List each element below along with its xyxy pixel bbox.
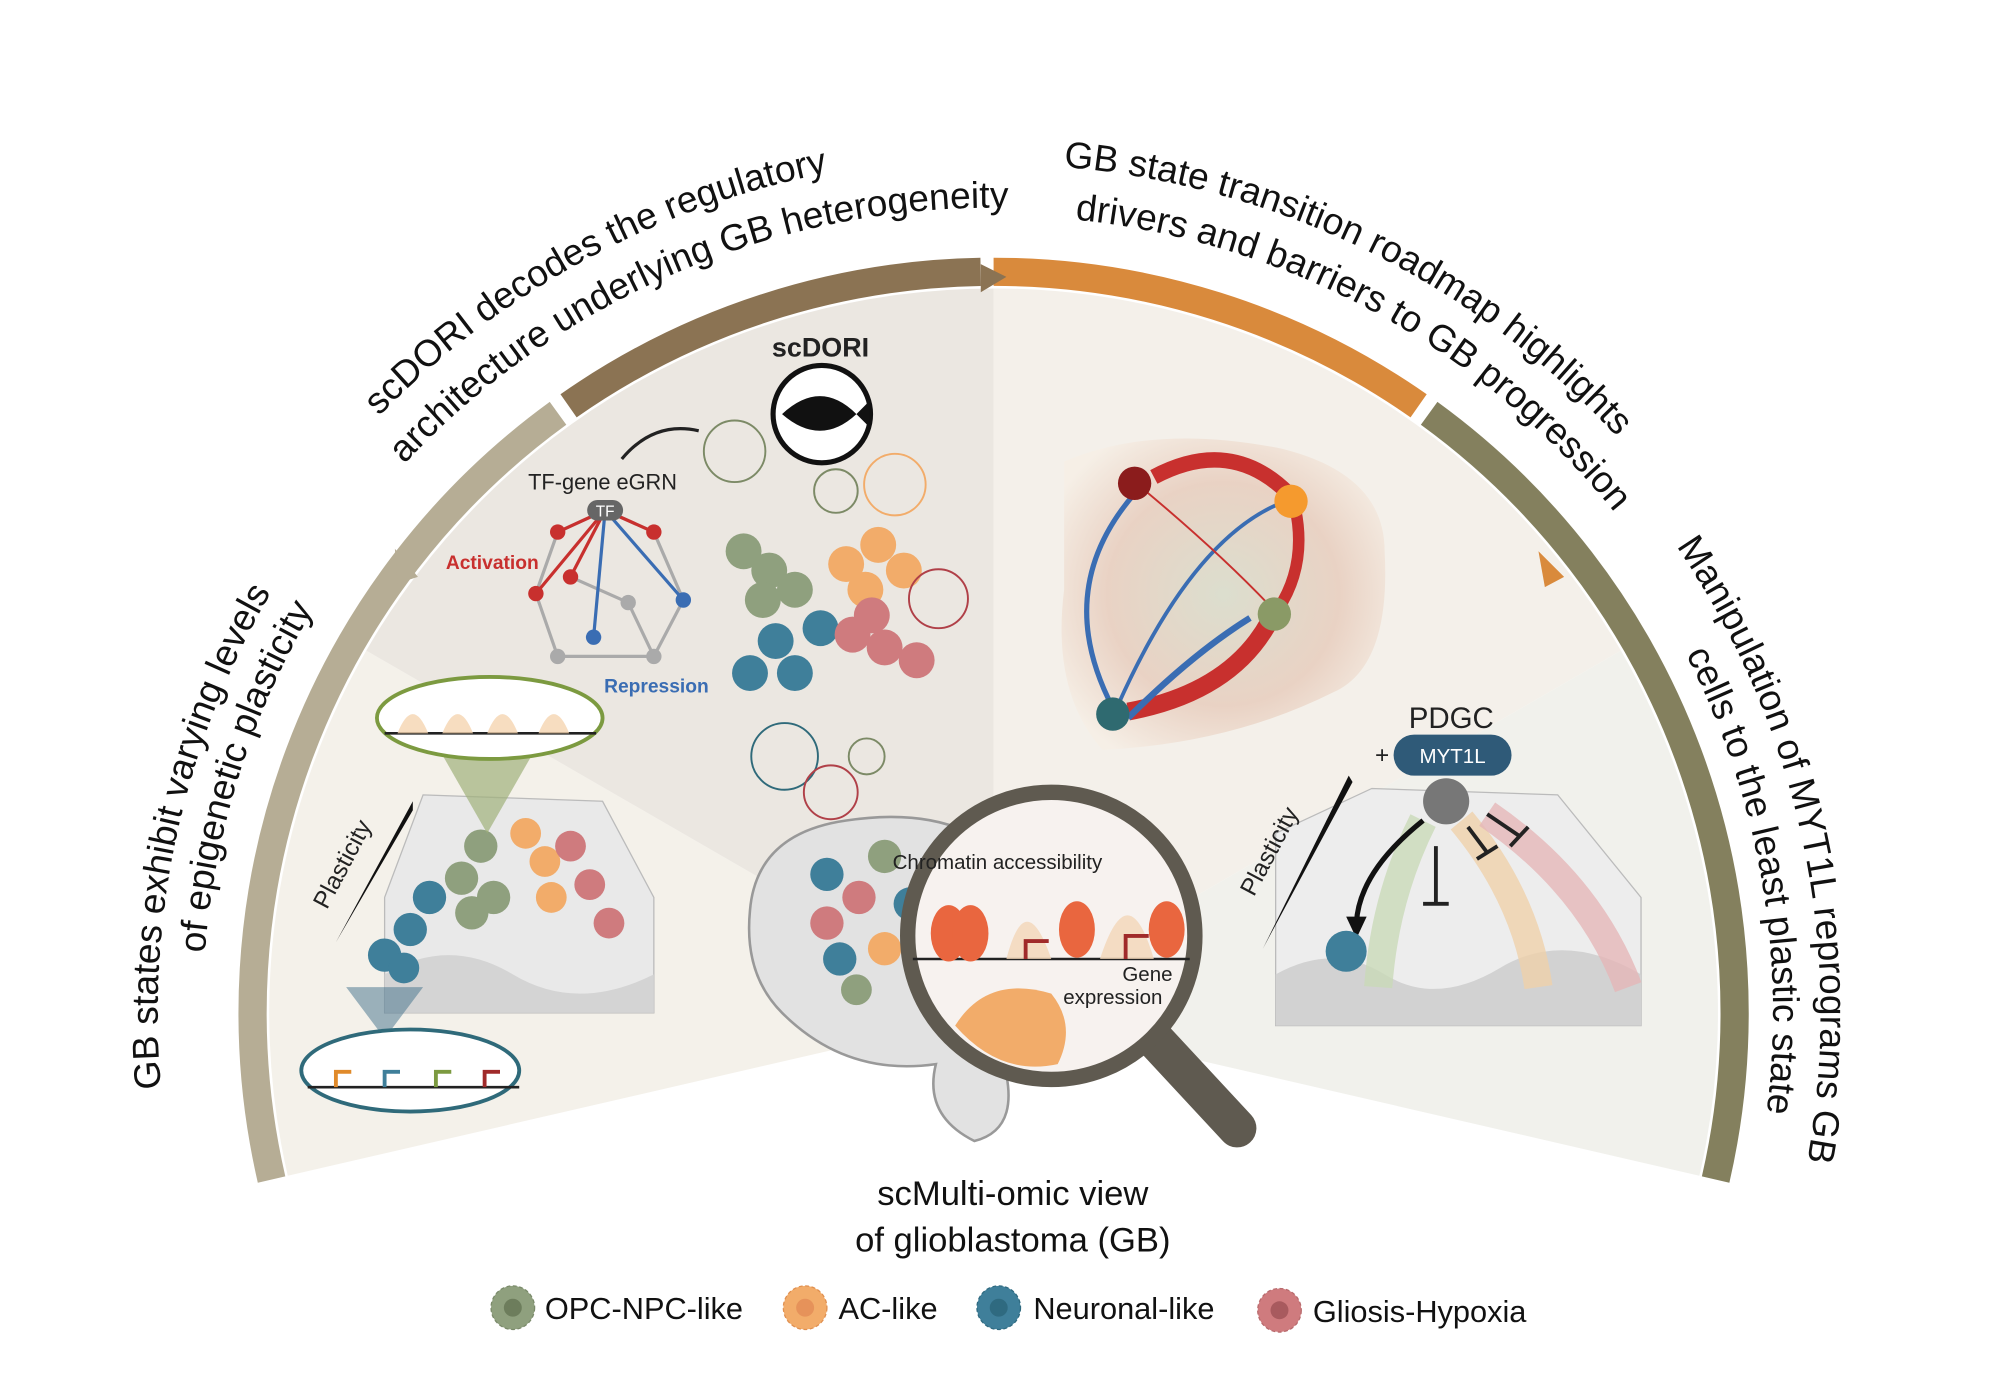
- ring-segment-top-right: [993, 257, 1427, 418]
- legend-label: AC-like: [838, 1291, 937, 1326]
- repression-label: Repression: [604, 676, 709, 697]
- state-embedding-map: [1061, 438, 1386, 750]
- legend-item-opc-npc: OPC-NPC-like: [490, 1285, 743, 1331]
- cell-cluster-neuronal: [367, 880, 447, 984]
- myt1l-badge: [1393, 734, 1512, 776]
- closed-chromatin-inset: [299, 1027, 522, 1114]
- legend-item-gliosis-hypoxia: Gliosis-Hypoxia: [1257, 1287, 1527, 1333]
- plasticity-landscape-left: Plasticity: [299, 675, 655, 1114]
- magnifier-handle: [1134, 1019, 1257, 1148]
- cell-cluster-gliosis: [555, 830, 625, 939]
- legend-label: Gliosis-Hypoxia: [1313, 1294, 1527, 1329]
- legend-item-neuronal: Neuronal-like: [976, 1285, 1215, 1331]
- ring-segment-top-left: [560, 257, 981, 418]
- cell-state-clusters: [725, 526, 935, 692]
- brain-magnifier: Chromatin accessibility Gene expression: [747, 784, 1257, 1148]
- cell-cluster-ac: [510, 817, 567, 913]
- scdori-panel: scDORI TF-gene eGRN TF Activation Repres…: [446, 332, 969, 821]
- pdgc-label: PDGC: [1409, 702, 1494, 735]
- center-title-line1: scMulti-omic view: [877, 1175, 1149, 1213]
- tumor-cell-icon: [955, 988, 1066, 1067]
- egrn-label: TF-gene eGRN: [528, 470, 677, 495]
- neuronal-cell-icon: [1325, 930, 1367, 972]
- state-node-opc: [1257, 597, 1292, 631]
- reprogramming-arrow-icon: [1353, 818, 1425, 924]
- chromatin-accessibility-label: Chromatin accessibility: [893, 851, 1103, 874]
- ring-segment-right: [1420, 401, 1749, 1183]
- legend-item-ac: AC-like: [782, 1285, 938, 1331]
- pdgc-cell-icon: [1423, 778, 1470, 825]
- transcription-arrow-icon: [1023, 933, 1149, 959]
- plus-label: +: [1375, 742, 1389, 769]
- activation-label: Activation: [446, 553, 539, 574]
- legend-label: Neuronal-like: [1033, 1291, 1214, 1326]
- open-chromatin-inset: [375, 675, 605, 761]
- myt1l-label: MYT1L: [1420, 745, 1486, 768]
- tf-label: TF: [596, 504, 615, 521]
- ring-arrowhead-icon: [1538, 551, 1565, 588]
- state-node-ac: [1274, 484, 1308, 518]
- plasticity-gradient-wedge: [1262, 775, 1353, 949]
- legend: OPC-NPC-like AC-like Neuronal-like Glios…: [490, 1285, 1527, 1333]
- state-node-gliosis: [1117, 466, 1152, 500]
- legend-label: OPC-NPC-like: [545, 1291, 743, 1326]
- arrow-icon: [620, 427, 700, 461]
- state-node-neuronal: [1096, 697, 1130, 731]
- ring-arrowhead-icon: [394, 548, 418, 584]
- gene-expression-label-line2: expression: [1063, 986, 1162, 1009]
- tf-node: [587, 500, 624, 521]
- plasticity-gradient-wedge: [335, 801, 413, 943]
- gene-expression-label-line1: Gene: [1122, 963, 1172, 986]
- grn-mini-networks: [702, 419, 969, 821]
- scdori-title: scDORI: [772, 332, 869, 362]
- cell-cluster-opc: [444, 829, 511, 930]
- ring-arrowhead-icon: [980, 264, 1007, 293]
- myt1l-panel: Plasticity PDGC + MYT1L: [1235, 702, 1642, 1027]
- center-title-line2: of glioblastoma (GB): [855, 1221, 1170, 1259]
- ring-segment-left: [238, 401, 567, 1183]
- transition-roadmap-panel: [1061, 438, 1386, 750]
